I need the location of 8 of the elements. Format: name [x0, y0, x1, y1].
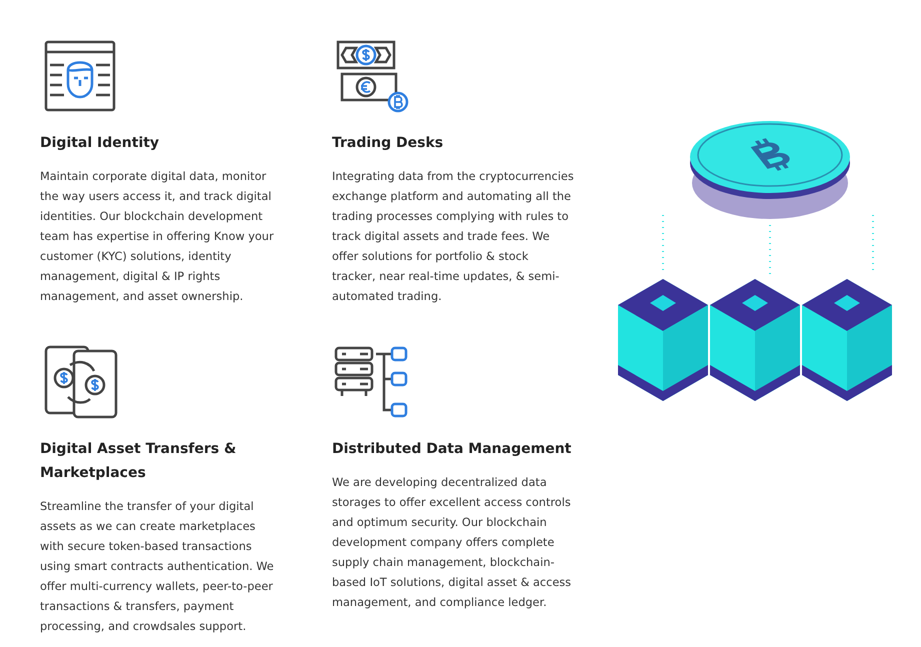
feature-heading: Digital Identity	[40, 134, 160, 153]
feature-description: Streamline the transfer of your digital assets as we can create marketplaces with secure token-based transactions using smart contracts authentication. We offer multi-currency wallets, peer-to-peer transactions & transfers, payment processing, and crowdsales support.	[40, 499, 275, 635]
feature-description: Integrating data from the cryptocurrencies exchange platform and automating all the trading processes complying with rules to track digital assets and trade fees. We offer solutions for portfolio & stock tracker, near real-time updates, & semi-automated trading.	[332, 169, 574, 305]
feature-heading: Digital Asset Transfers & Marketplaces	[40, 440, 238, 483]
feature-heading: Trading Desks	[332, 134, 444, 153]
feature-description: We are developing decentralized data storages to offer excellent access controls and optimum security. Our blockchain development company offers complete supply chain management, blockchain-based IoT solutions, digital asset & access management, and compliance ledger.	[332, 475, 572, 611]
feature-description: Maintain corporate digital data, monitor the way users access it, and track digital identities. Our blockchain development team has expertise in offering Know your customer (KYC) solutions, identity management, digital & IP rights management, and asset ownership.	[40, 169, 275, 305]
feature-heading: Distributed Data Management	[332, 440, 572, 459]
